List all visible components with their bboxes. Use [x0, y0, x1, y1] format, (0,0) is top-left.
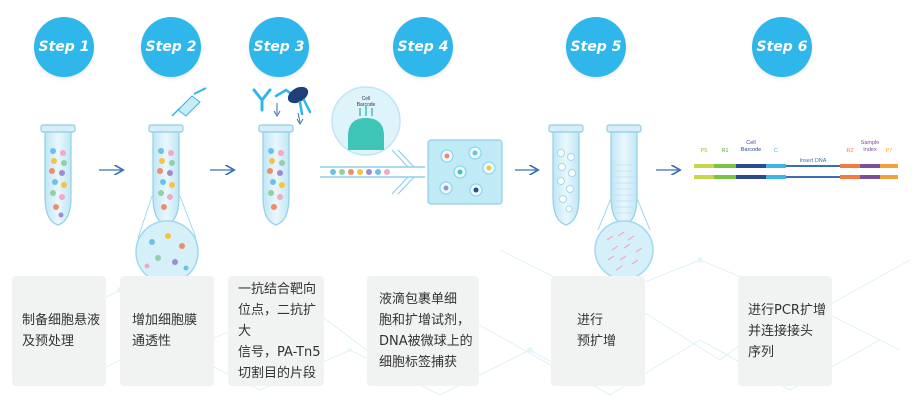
label-insert-dna: Insert DNA: [800, 158, 827, 164]
step-3-tube: [258, 124, 294, 226]
step-3-description: 一抗结合靶向 位点，二抗扩大 信号，PA-Tn5 切割目的片段: [228, 276, 324, 386]
step-5-description: 进行 预扩增: [551, 276, 645, 386]
antibody-icon: [252, 88, 296, 117]
label-p5: P5: [701, 148, 708, 154]
step-5-badge: Step 5: [566, 17, 626, 77]
step-1-tube: [40, 124, 76, 226]
step-3-badge: Step 3: [249, 17, 309, 77]
label-r1: R1: [721, 148, 728, 154]
step-2-tube: [148, 124, 184, 226]
microfluidic-channel: [320, 139, 503, 205]
step-5-magnifier: [594, 195, 654, 280]
step-6-badge: Step 6: [752, 17, 812, 77]
library-construct: [694, 164, 898, 179]
step-4-badge: Step 4: [393, 17, 453, 77]
label-p7: P7: [886, 148, 893, 154]
label-r2: R2: [846, 148, 853, 154]
step-5-tube-a: [548, 124, 584, 226]
step-2-magnifier: [135, 195, 199, 284]
pipette-icon: [171, 87, 207, 117]
step-5-tube-b: [606, 124, 642, 226]
step-1-badge: Step 1: [34, 17, 94, 77]
step-1-description: 制备细胞悬液 及预处理: [12, 276, 106, 386]
step-2-badge: Step 2: [141, 17, 201, 77]
step-6-description: 进行PCR扩增 并连接接头 序列: [738, 276, 832, 386]
pa-tn5-icon: [287, 86, 312, 125]
step-4-description: 液滴包裹单细 胞和扩增试剂， DNA被微球上的 细胞标签捕获: [367, 276, 479, 386]
step-2-description: 增加细胞膜 通透性: [120, 276, 214, 386]
label-c: C: [774, 148, 778, 154]
